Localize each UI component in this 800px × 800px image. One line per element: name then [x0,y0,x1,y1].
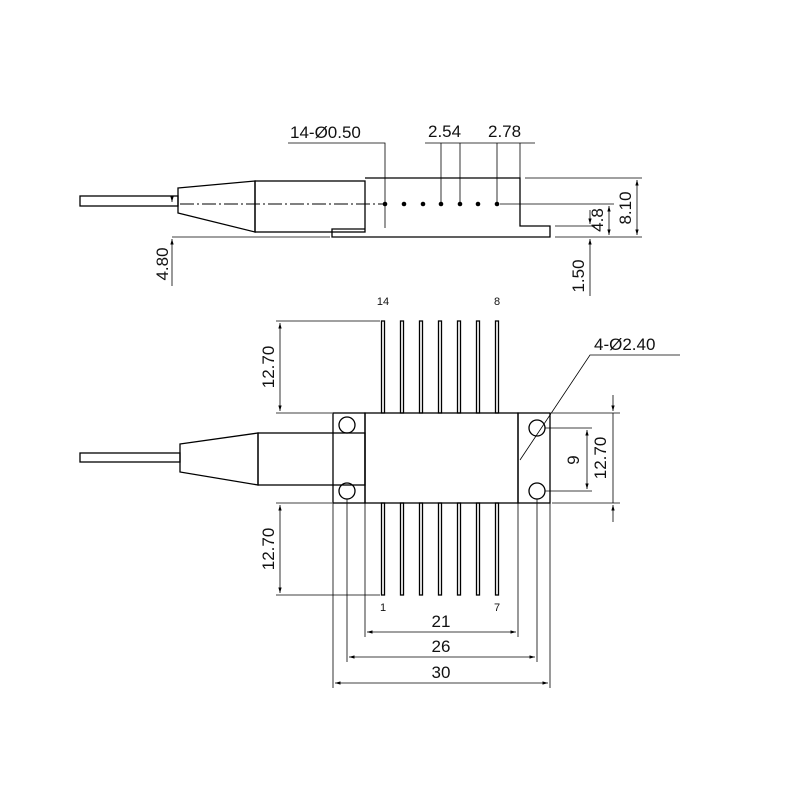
pitch-label: 2.54 [428,122,461,141]
pins-bottom [380,502,500,596]
top-taper [179,432,259,486]
top-boot [257,432,366,486]
pin-1-label: 1 [380,602,386,614]
pins-top [380,320,500,414]
top-view: 14 8 1 7 12.70 12.70 9 12.70 4-Ø2.40 [79,296,680,688]
pin-7-label: 7 [494,602,500,614]
base-thickness-label: 1.50 [569,259,588,292]
mounting-holes [338,416,546,500]
hole-spacing-horizontal-label: 26 [432,637,451,656]
side-boot [254,180,366,233]
overall-width-label: 30 [432,663,451,682]
pin-14-label: 14 [377,296,389,308]
pin-span-label: 21 [432,612,451,631]
pin-height-label: 4.8 [588,208,607,232]
fiber-axis-height-label: 4.80 [153,247,172,280]
flange-left [332,412,366,504]
hole-spacing-vertical-label: 9 [564,455,583,464]
side-body [331,177,551,238]
pin-callout-label: 14-Ø0.50 [290,123,361,142]
package-body [364,412,519,504]
hole-callout-label: 4-Ø2.40 [594,335,655,354]
height-total-label: 8.10 [616,191,635,224]
side-view: 14-Ø0.50 2.54 2.78 8.10 4.8 1.50 4.80 [79,122,642,296]
side-taper [177,180,256,233]
pin-length-bottom-label: 12.70 [259,528,278,571]
pin-length-top-label: 12.70 [259,346,278,389]
body-height-label: 12.70 [591,437,610,480]
pin-8-label: 8 [494,296,500,308]
top-fiber [79,452,181,463]
side-pins [382,201,500,207]
side-fiber [79,195,179,207]
edge-offset-label: 2.78 [488,122,521,141]
